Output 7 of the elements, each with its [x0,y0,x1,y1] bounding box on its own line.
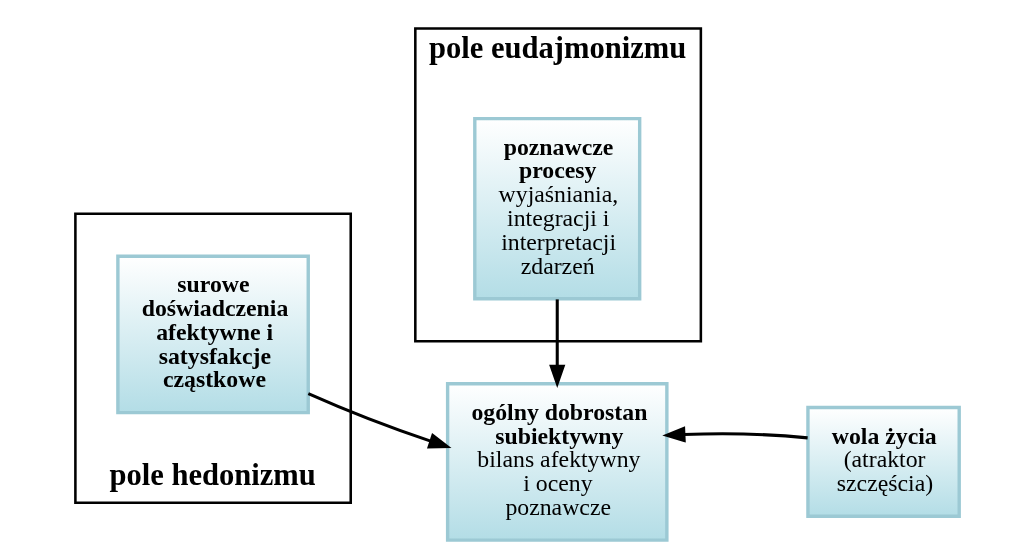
arrow [548,299,565,388]
node-box: surowe doświadczenia afektywne i satysfakcje cząstkowe [115,254,310,415]
node-box: ogólny dobrostan subiektywny bilans afektywny i oceny poznawcze [445,382,669,542]
node-box: wola życia (atraktor szczęścia) [805,405,961,518]
arrow [661,426,808,443]
arrow [307,392,451,449]
node-box: poznawcze procesy wyjaśniania, integracji i interpretacji zdarzeń [472,116,641,301]
